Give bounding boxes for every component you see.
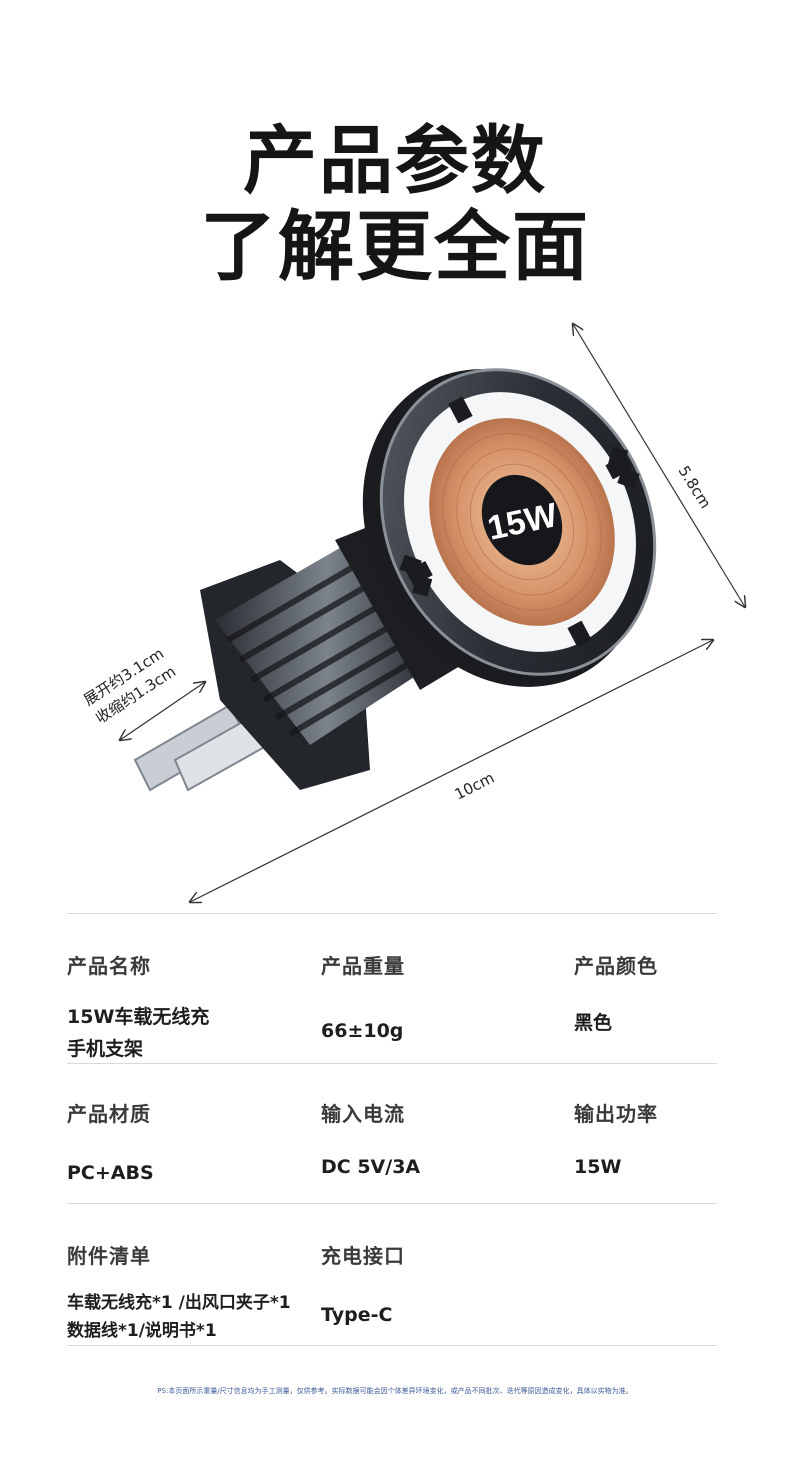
spec-input-current: 输入电流 DC 5V/3A — [321, 1098, 551, 1183]
footnote: PS:本页面所示重量/尺寸信息均为手工测量，仅供参考。实际数据可能会因个体差异环… — [157, 1387, 633, 1395]
spec-product-name: 产品名称 15W车载无线充 手机支架 — [67, 950, 307, 1065]
spec-weight: 产品重量 66±10g — [321, 950, 551, 1047]
spec-label: 产品名称 — [67, 954, 151, 978]
spec-label: 产品重量 — [321, 954, 405, 978]
height-dimension-label: 5.8cm — [675, 463, 715, 512]
page-title-line-2: 了解更全面 — [200, 202, 590, 291]
spec-value: DC 5V/3A — [321, 1156, 421, 1178]
spec-value: 车载无线充*1 /出风口夹子*1 — [67, 1293, 291, 1313]
spec-charging-port: 充电接口 Type-C — [321, 1240, 551, 1331]
spec-value: 黑色 — [574, 1012, 613, 1034]
spec-value: Type-C — [321, 1304, 393, 1326]
divider-row-2 — [67, 1203, 717, 1204]
spec-value: 数据线*1/说明书*1 — [67, 1321, 217, 1341]
length-dimension-arrow — [190, 640, 713, 902]
spec-label: 输出功率 — [574, 1102, 658, 1126]
divider-bottom — [67, 1345, 717, 1346]
spec-accessories: 附件清单 车载无线充*1 /出风口夹子*1 数据线*1/说明书*1 — [67, 1240, 319, 1345]
spec-value: 15W车载无线充 — [67, 1006, 210, 1028]
spec-output-power: 输出功率 15W — [574, 1098, 714, 1183]
clip-dimension-arrow — [120, 682, 205, 740]
spec-value: PC+ABS — [67, 1162, 154, 1184]
length-dimension-label: 10cm — [452, 768, 498, 803]
spec-label: 产品颜色 — [574, 954, 658, 978]
product-illustration: 15W 5.8cm 10cm 展开约3.1cm 收缩约1.3cm — [80, 300, 790, 920]
spec-label: 附件清单 — [67, 1244, 151, 1268]
spec-value: 66±10g — [321, 1020, 404, 1042]
divider-top — [67, 913, 717, 914]
spec-value: 15W — [574, 1156, 622, 1178]
spec-material: 产品材质 PC+ABS — [67, 1098, 307, 1189]
spec-label: 充电接口 — [321, 1244, 405, 1268]
divider-row-1 — [67, 1063, 717, 1064]
page-title-line-1: 产品参数 — [243, 118, 547, 204]
spec-value: 手机支架 — [67, 1038, 144, 1060]
spec-label: 产品材质 — [67, 1102, 151, 1126]
spec-color: 产品颜色 黑色 — [574, 950, 714, 1039]
height-dimension-arrow — [573, 324, 745, 607]
spec-label: 输入电流 — [321, 1102, 405, 1126]
